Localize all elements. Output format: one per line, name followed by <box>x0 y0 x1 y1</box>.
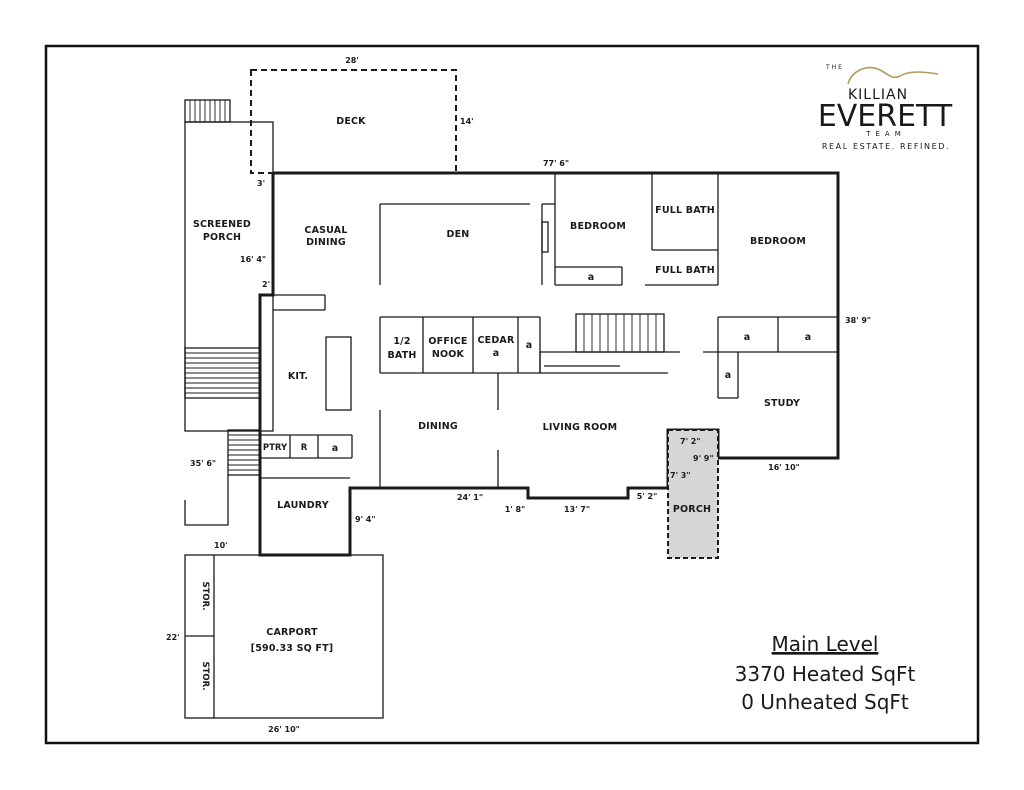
logo-signature <box>847 66 939 85</box>
storage-label-1: STOR. <box>200 581 210 610</box>
living-room-label: LIVING ROOM <box>543 422 618 433</box>
svg-text:REAL ESTATE. REFINED.: REAL ESTATE. REFINED. <box>822 142 950 151</box>
porch-stairs-side-treads <box>185 352 260 394</box>
dim-deck-width: 28' <box>345 56 359 65</box>
full-bath-2-label: FULL BATH <box>655 265 715 276</box>
legend-title: Main Level <box>772 632 879 656</box>
kitchen-label: KIT. <box>288 371 308 382</box>
dim-rear-offset: 24' 1" <box>457 493 483 502</box>
exterior-wall <box>258 171 840 557</box>
legend-heated: 3370 Heated SqFt <box>735 662 916 686</box>
den-label: DEN <box>447 229 470 240</box>
dim-right-depth: 38' 9" <box>845 316 871 325</box>
half-bath-label-2: BATH <box>387 350 416 361</box>
dim-step-2: 5' 2" <box>637 492 658 501</box>
dim-kitchen-offset: 2' <box>262 280 270 289</box>
porch-stairs-top <box>184 99 231 123</box>
porch-area <box>667 429 719 559</box>
dim-carport-width: 26' 10" <box>268 725 300 734</box>
side-rail <box>184 475 229 526</box>
interior-walls <box>260 173 838 488</box>
dim-porch-offset: 3' <box>257 179 265 188</box>
brand-logo: THE KILLIAN EVERETT TEAM REAL ESTATE. RE… <box>818 64 953 151</box>
dim-deck-depth: 14' <box>460 117 474 126</box>
dim-step-1: 1' 8" <box>505 505 526 514</box>
main-stairs <box>575 313 665 353</box>
porch-stairs-top-treads <box>189 100 226 122</box>
pantry-label: PTRY <box>263 443 288 453</box>
dim-porch-depth: 16' 4" <box>240 255 266 264</box>
svg-text:THE: THE <box>825 64 844 71</box>
porch-label: PORCH <box>673 504 711 515</box>
dim-study-width: 16' 10" <box>768 463 800 472</box>
svg-text:TEAM: TEAM <box>865 130 906 138</box>
main-stairs-treads <box>583 314 657 352</box>
closet-label-study-2: a <box>805 332 812 343</box>
dim-overall-width: 77' 6" <box>543 159 569 168</box>
cedar-label-2: a <box>493 348 500 359</box>
laundry-label: LAUNDRY <box>277 500 329 511</box>
page-frame <box>44 44 980 745</box>
screened-porch-label-2: PORCH <box>203 232 241 243</box>
bedroom-2-label: BEDROOM <box>750 236 806 247</box>
den-fireplace <box>541 221 549 253</box>
closet-label-kitchen: a <box>332 443 339 454</box>
dim-living-span: 13' 7" <box>564 505 590 514</box>
deck-label: DECK <box>336 116 366 127</box>
svg-text:EVERETT: EVERETT <box>818 99 953 134</box>
kitchen-island <box>325 336 352 411</box>
office-nook-label-2: NOOK <box>432 349 465 360</box>
dining-label: DINING <box>418 421 458 432</box>
closet-label-cedar: a <box>526 340 533 351</box>
closet-label-study-1: a <box>744 332 751 343</box>
dim-porch-height-2: 7' 3" <box>670 471 691 480</box>
dim-left-depth: 35' 6" <box>190 459 216 468</box>
legend-unheated: 0 Unheated SqFt <box>741 690 909 714</box>
full-bath-1-label: FULL BATH <box>655 205 715 216</box>
screened-porch-label-1: SCREENED <box>193 219 251 230</box>
cedar-label-1: CEDAR <box>477 335 514 346</box>
half-bath-label-1: 1/2 <box>393 336 410 347</box>
casual-dining-label-1: CASUAL <box>304 225 347 236</box>
dim-laundry-offset: 9' 4" <box>355 515 376 524</box>
dim-porch-width: 7' 2" <box>680 437 701 446</box>
carport-label-2: [590.33 SQ FT] <box>251 643 334 654</box>
closet-label-study-3: a <box>725 370 732 381</box>
storage-label-2: STOR. <box>200 661 210 690</box>
fridge-label: R <box>301 443 308 453</box>
entry-stairs-left-treads <box>228 434 260 471</box>
closet-label-bedroom-1: a <box>588 272 595 283</box>
carport-label-1: CARPORT <box>266 627 318 638</box>
study-label: STUDY <box>764 398 800 409</box>
svg-text:KILLIAN: KILLIAN <box>848 87 908 103</box>
dim-carport-depth: 22' <box>166 633 180 642</box>
bedroom-1-label: BEDROOM <box>570 221 626 232</box>
dim-carport-top: 10' <box>214 541 228 550</box>
casual-dining-label-2: DINING <box>306 237 346 248</box>
office-nook-label-1: OFFICE <box>428 336 467 347</box>
dim-porch-height-1: 9' 9" <box>693 454 714 463</box>
